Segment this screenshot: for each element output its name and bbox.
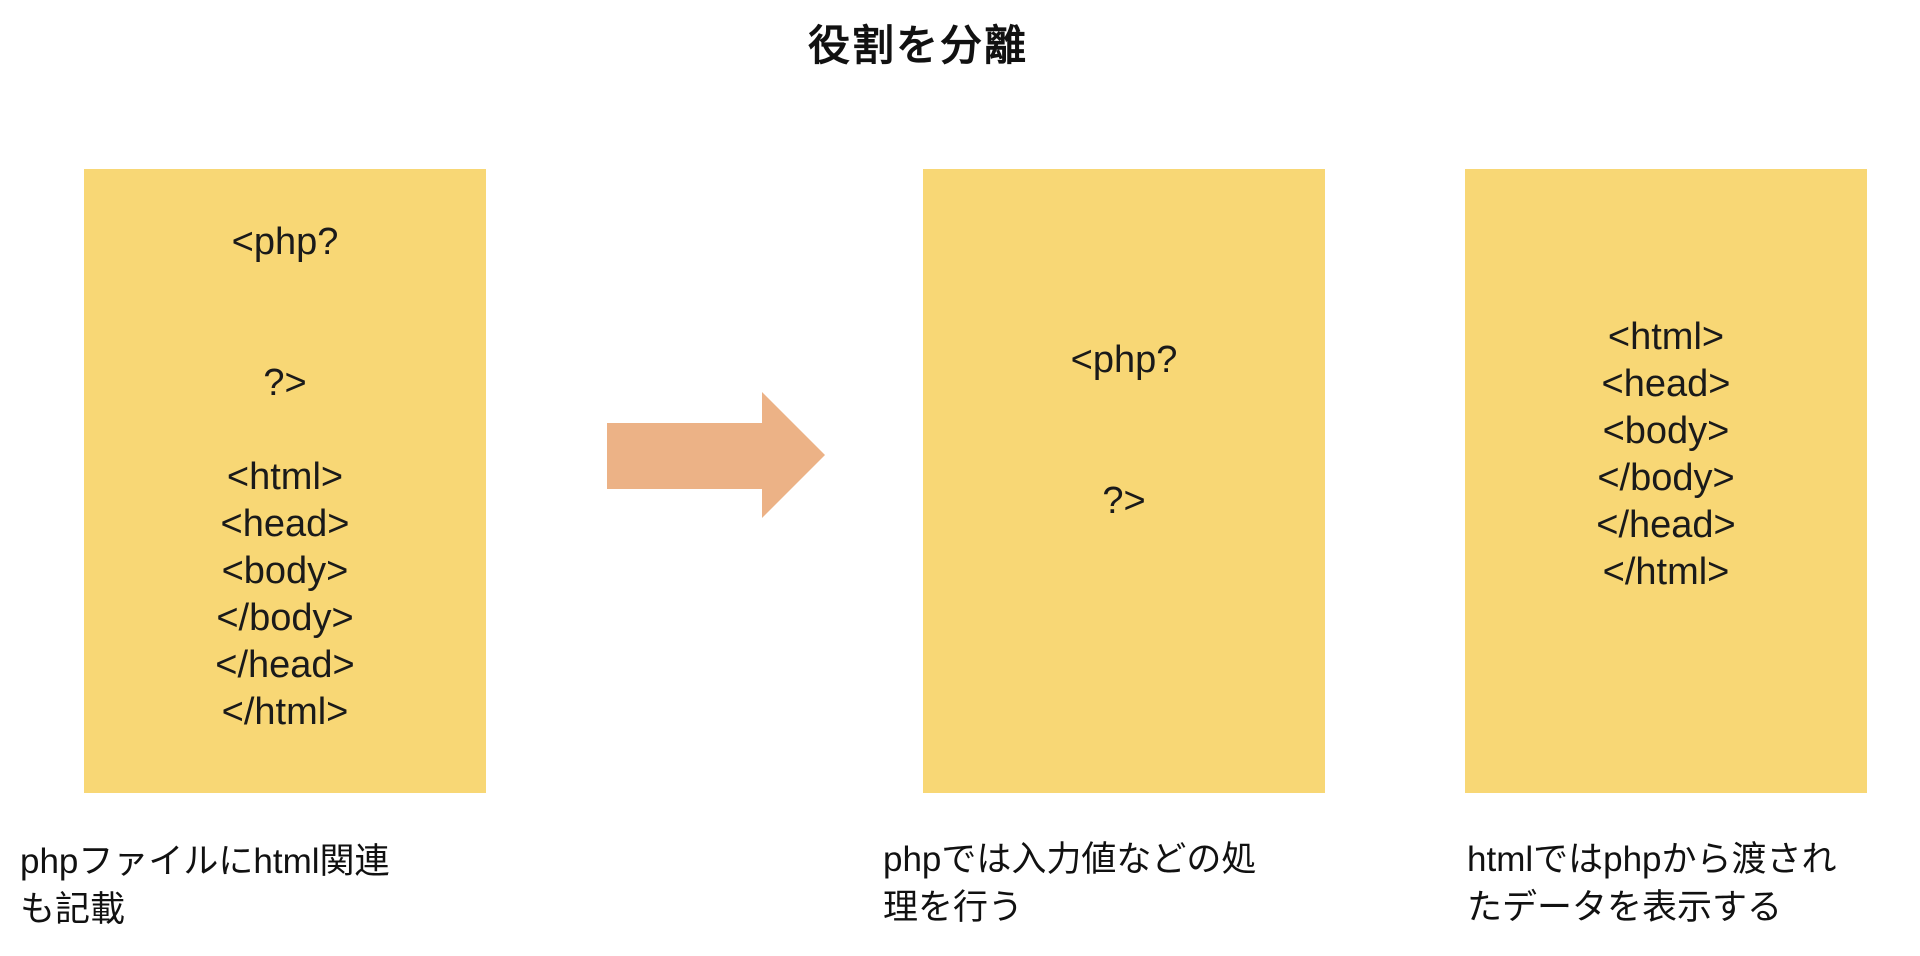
diagram-title: 役割を分離 bbox=[807, 22, 1029, 69]
panel-html-view: <html> <head> <body> </body> </head> </h… bbox=[1465, 169, 1867, 793]
code-lines-php-file-mixed: <php? ?> <html> <head> <body> </body> </… bbox=[215, 221, 355, 733]
code-lines-html-view: <html> <head> <body> </body> </head> </h… bbox=[1596, 316, 1736, 593]
caption-php-logic: phpでは入力値などの処 理を行う bbox=[883, 840, 1257, 927]
caption-php-file-mixed: phpファイルにhtml関連 も記載 bbox=[20, 842, 390, 929]
panel-php-file-mixed: <php? ?> <html> <head> <body> </body> </… bbox=[84, 169, 486, 793]
right-arrow-shape bbox=[607, 392, 825, 518]
code-lines-php-logic: <php? ?> bbox=[1070, 339, 1178, 522]
caption-html-view: htmlではphpから渡され たデータを表示する bbox=[1467, 840, 1837, 927]
panel-php-logic: <php? ?> bbox=[923, 169, 1325, 793]
right-arrow-icon bbox=[607, 392, 825, 518]
